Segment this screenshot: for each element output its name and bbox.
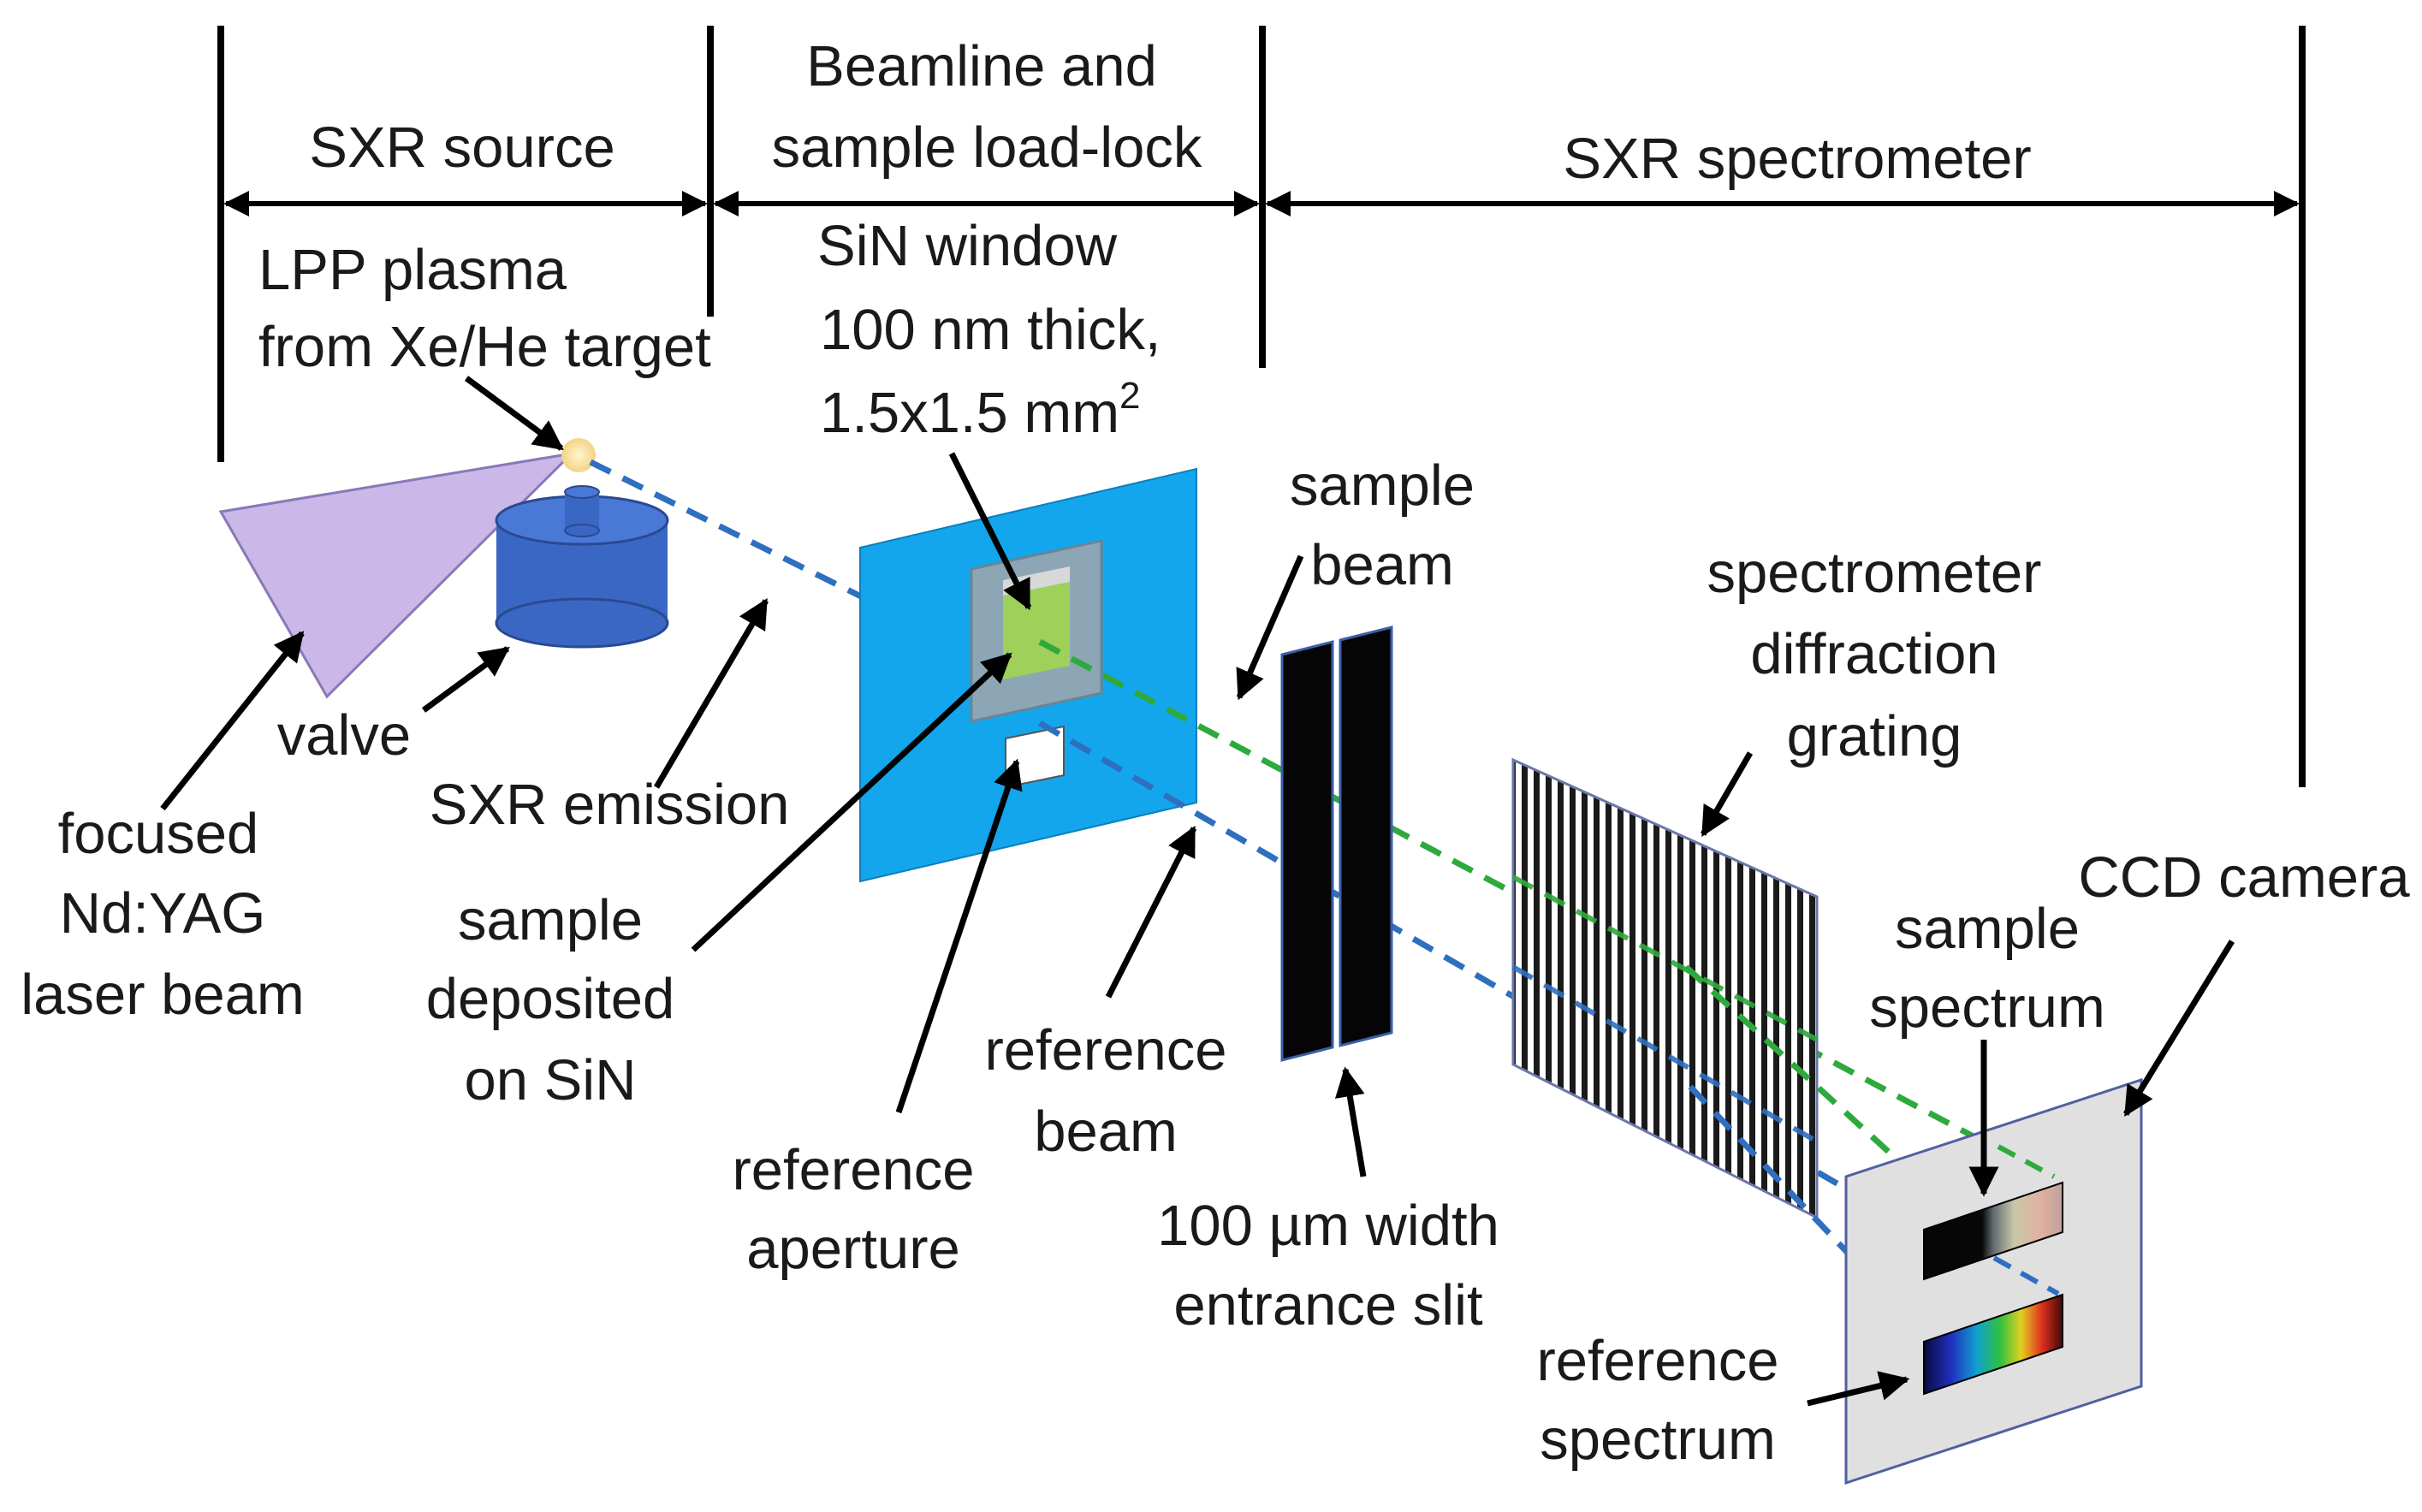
arrow-sample-beam: [1236, 554, 1304, 701]
label-grating-2: diffraction: [1750, 622, 1998, 686]
arrow-valve: [421, 646, 510, 713]
label-sin-3-text: 1.5x1.5 mm: [820, 381, 1119, 445]
section-title-spectrometer: SXR spectrometer: [1563, 127, 2031, 191]
arrow-deposited: [691, 652, 1012, 952]
arrow-ref-beam: [1105, 825, 1197, 999]
arrow-ref-spectrum: [1807, 1371, 1910, 1407]
label-ref-aperture-1: reference: [732, 1138, 974, 1202]
ccd-camera: [1844, 1077, 2143, 1485]
label-deposited-1: sample: [458, 888, 643, 952]
reference-beam-diffracted: [1688, 1084, 1924, 1333]
label-sin-1: SiN window: [817, 214, 1118, 278]
arrow-slit: [1334, 1066, 1367, 1177]
label-ref-beam-2: beam: [1034, 1100, 1178, 1164]
reference-spectrum: [1923, 1293, 2063, 1396]
entrance-slit: [1280, 626, 1393, 1062]
label-ref-beam-1: reference: [984, 1018, 1226, 1082]
label-sample-spectrum-2: spectrum: [1869, 975, 2105, 1040]
gas-valve: [495, 485, 669, 649]
sample-beam-over-grating: [1511, 875, 1819, 1042]
label-laser-2: Nd:YAG: [60, 881, 266, 946]
plasma-spot: [561, 438, 596, 472]
label-sin-2: 100 nm thick,: [820, 298, 1161, 362]
label-grating-1: spectrometer: [1707, 541, 2042, 605]
sample-beam-end: [1997, 1144, 2056, 1179]
arrow-laser: [160, 631, 305, 811]
label-grating-3: grating: [1787, 704, 1962, 768]
sample-beam: [1038, 638, 2043, 1176]
arrow-ref-aperture: [895, 758, 1023, 1114]
label-sin-3: 1.5x1.5 mm2: [820, 375, 1141, 445]
label-ref-spectrum-1: reference: [1536, 1329, 1778, 1393]
label-sample-beam-2: beam: [1310, 533, 1454, 597]
section-title-beamline-2: sample load-lock: [772, 116, 1202, 180]
arrow-sxr-emission: [653, 597, 769, 789]
section-title-beamline-1: Beamline and: [806, 34, 1157, 98]
sin-window: [1003, 582, 1070, 679]
label-ref-spectrum-2: spectrum: [1540, 1408, 1776, 1472]
label-valve: valve: [277, 703, 411, 768]
label-sxr-emission: SXR emission: [430, 773, 790, 837]
label-laser-1: focused: [58, 802, 259, 866]
label-ccd: CCD camera: [2078, 845, 2410, 910]
arrow-sin-window: [948, 452, 1032, 611]
sxr-emission-beam: [589, 459, 864, 601]
arrow-lpp: [464, 376, 564, 451]
label-ref-aperture-2: aperture: [746, 1217, 960, 1281]
section-title-source: SXR source: [309, 116, 614, 180]
diffraction-grating: [1511, 757, 1819, 1220]
arrow-grating: [1700, 751, 1754, 838]
label-laser-3: laser beam: [21, 963, 304, 1027]
sample-spectrum: [1923, 1181, 2063, 1281]
label-sin-sup: 2: [1119, 375, 1140, 417]
label-lpp-1: LPP plasma: [258, 238, 567, 302]
label-sample-beam-1: sample: [1290, 454, 1475, 518]
arrow-ccd: [2123, 940, 2235, 1117]
label-deposited-2: deposited: [426, 967, 675, 1031]
label-slit-1: 100 µm width: [1157, 1194, 1499, 1258]
reference-beam-over-grating: [1511, 964, 1819, 1144]
sample-beam-diffracted: [1683, 964, 1932, 1192]
label-sample-spectrum-1: sample: [1895, 897, 2080, 961]
reference-beam-end: [1992, 1255, 2060, 1296]
label-deposited-3: on SiN: [464, 1048, 636, 1112]
label-slit-2: entrance slit: [1173, 1273, 1483, 1337]
laser-beam-cone: [218, 451, 576, 699]
label-lpp-2: from Xe/He target: [258, 315, 711, 379]
